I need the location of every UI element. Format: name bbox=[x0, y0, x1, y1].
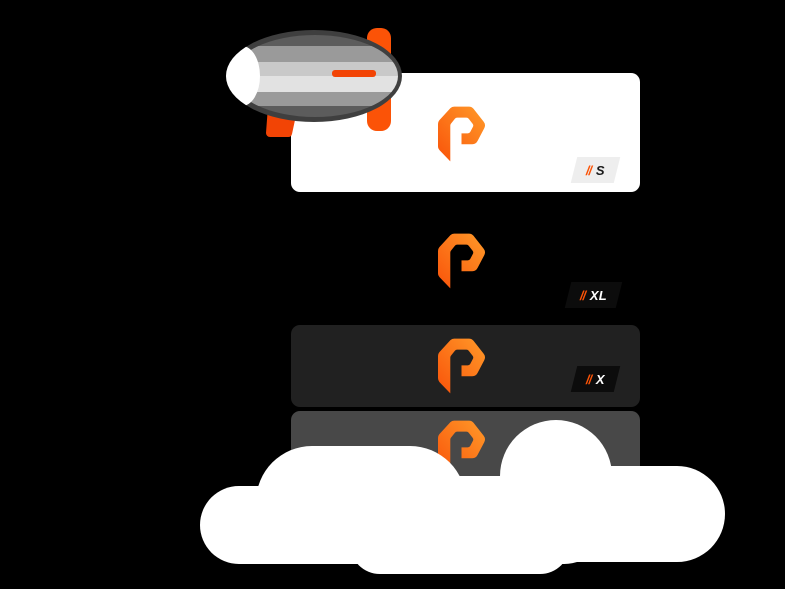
pure-storage-logo bbox=[437, 233, 485, 289]
blimp-bands bbox=[232, 35, 398, 117]
model-badge-x[interactable]: // X bbox=[570, 366, 621, 392]
badge-slashes-icon: // bbox=[580, 287, 586, 303]
badge-slashes-icon: // bbox=[586, 371, 592, 387]
pure-storage-logo bbox=[437, 420, 485, 476]
badge-model-label: S bbox=[596, 162, 606, 178]
pure-storage-logo bbox=[437, 338, 485, 394]
pure-storage-logo bbox=[437, 106, 485, 162]
model-badge-s[interactable]: // S bbox=[570, 157, 621, 183]
badge-model-label: XL bbox=[590, 287, 608, 303]
blimp-illustration bbox=[226, 28, 402, 138]
badge-slashes-icon: // bbox=[586, 162, 592, 178]
model-badge-xl[interactable]: // XL bbox=[564, 282, 623, 308]
blimp-window-stripe bbox=[332, 70, 376, 77]
badge-model-label: X bbox=[596, 371, 606, 387]
blimp-nose bbox=[226, 46, 260, 106]
cloud-illustration bbox=[200, 420, 725, 574]
